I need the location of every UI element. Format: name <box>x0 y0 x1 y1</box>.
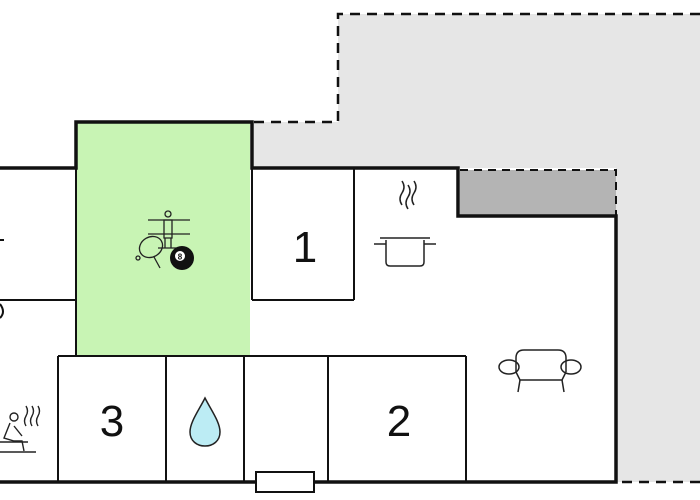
room-label-1: 1 <box>293 223 317 272</box>
door-arc <box>0 303 4 319</box>
sofa-icon <box>498 349 582 393</box>
cooking-pot-icon <box>374 180 436 267</box>
room-label-2: 2 <box>387 397 411 446</box>
storage-area <box>460 170 616 216</box>
entrance-step <box>255 471 315 493</box>
terrace-area <box>254 12 700 484</box>
terrace-fill <box>254 14 700 482</box>
billiard-ball-icon: 8 <box>170 246 194 270</box>
inner-walls <box>0 168 467 482</box>
room-label-3: 3 <box>100 397 124 446</box>
table-tennis-icon <box>135 235 164 269</box>
bathroom-water-drop-icon <box>189 396 221 447</box>
games-room <box>76 122 250 356</box>
terrace-dashed-outline <box>254 12 700 124</box>
storage-dashed-outline <box>460 169 617 216</box>
sauna-icon <box>0 405 41 453</box>
billiard-ball-number: 8 <box>178 253 183 262</box>
